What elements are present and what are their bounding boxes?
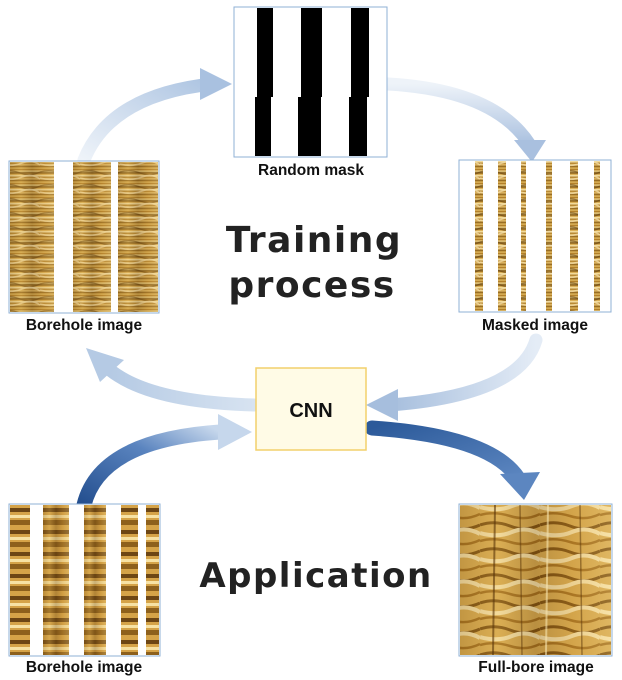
borehole-image-application [8, 503, 161, 657]
fullbore-image [458, 503, 613, 657]
fullbore-image-label: Full-bore image [478, 659, 594, 676]
borehole-image-training [8, 160, 160, 314]
arrow-borehole-to-mask [77, 68, 232, 167]
cnn-label: CNN [289, 400, 332, 422]
random-mask-image [233, 6, 388, 158]
arrow-application-output [364, 420, 540, 500]
arrow-masked-to-cnn [366, 333, 543, 421]
application-title: Application [199, 556, 432, 596]
masked-image-label: Masked image [482, 317, 588, 334]
random-mask-label: Random mask [258, 162, 364, 179]
training-title-line2: process [228, 265, 395, 306]
arrow-mask-to-masked [381, 77, 546, 162]
cnn-box: CNN [255, 367, 367, 451]
arrow-application-input [76, 414, 252, 513]
masked-image [458, 159, 612, 313]
training-title-line1: Training [226, 220, 402, 261]
borehole-image-label-application: Borehole image [26, 659, 143, 676]
borehole-image-label-training: Borehole image [26, 317, 143, 334]
arrow-cnn-to-borehole [86, 348, 261, 412]
